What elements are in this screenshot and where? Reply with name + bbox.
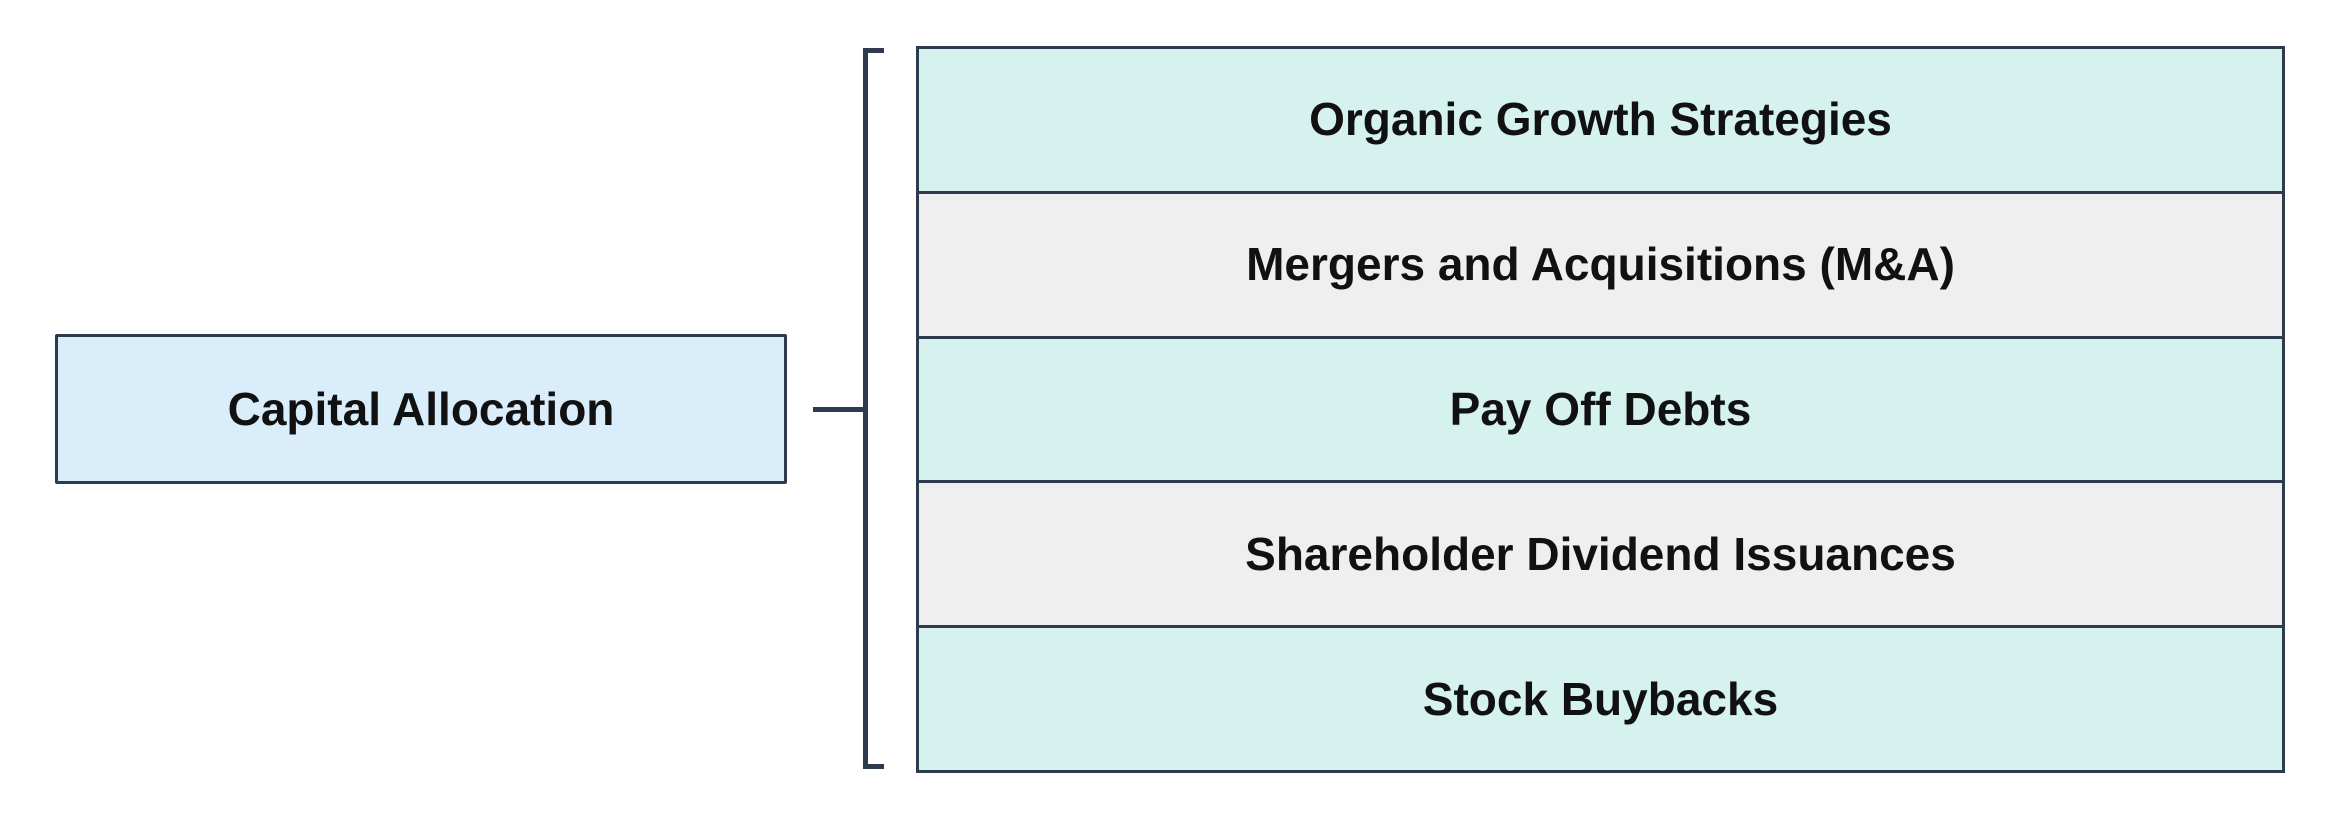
root-node-capital-allocation: Capital Allocation <box>55 334 787 484</box>
child-node-mergers-acquisitions: Mergers and Acquisitions (M&A) <box>919 190 2282 336</box>
child-node-label: Organic Growth Strategies <box>1309 93 1892 146</box>
child-node-label: Mergers and Acquisitions (M&A) <box>1246 238 1955 291</box>
child-node-organic-growth: Organic Growth Strategies <box>919 49 2282 191</box>
child-node-label: Pay Off Debts <box>1449 383 1752 436</box>
child-node-label: Shareholder Dividend Issuances <box>1245 527 1956 580</box>
child-node-pay-off-debts: Pay Off Debts <box>919 335 2282 481</box>
child-node-label: Stock Buybacks <box>1422 672 1779 725</box>
child-node-stock-buybacks: Stock Buybacks <box>919 625 2282 770</box>
root-node-label: Capital Allocation <box>227 382 615 435</box>
child-node-shareholder-dividends: Shareholder Dividend Issuances <box>919 480 2282 626</box>
children-bracket <box>863 48 884 769</box>
children-stack: Organic Growth Strategies Mergers and Ac… <box>916 46 2285 773</box>
root-to-bracket-connector <box>813 407 865 412</box>
